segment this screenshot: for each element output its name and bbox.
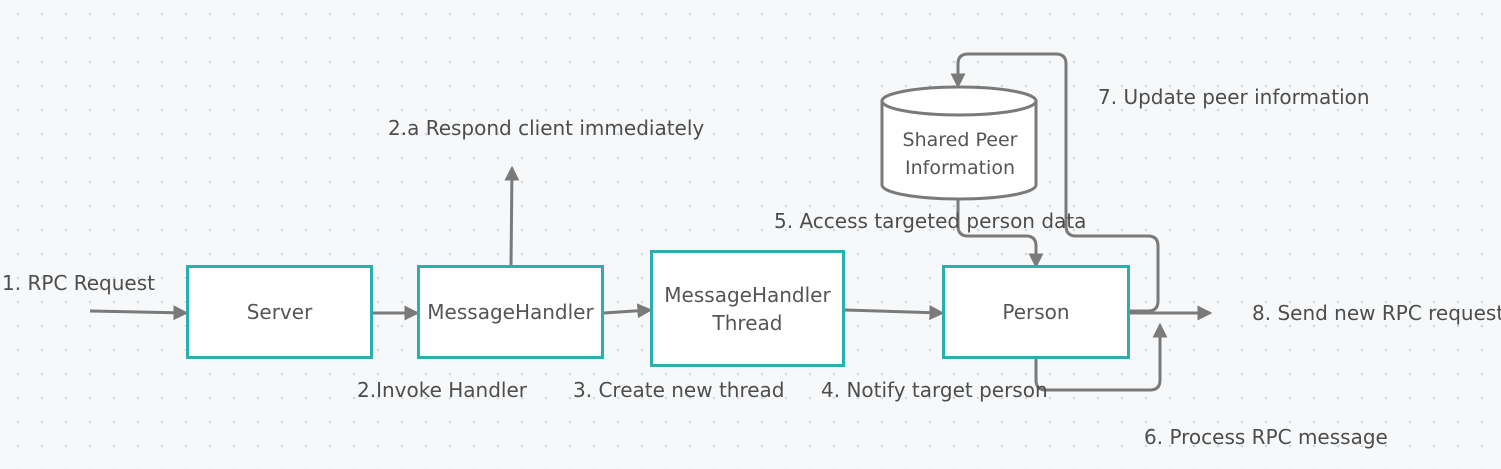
edge-rpc-request [89, 305, 189, 321]
label-create-thread: 3. Create new thread [573, 378, 785, 402]
edge-process-rpc [1034, 322, 1168, 392]
edge-access-data [956, 198, 1044, 269]
shared-peer-info-label: Shared Peer Information [902, 129, 1018, 179]
edge-notify-person [844, 305, 945, 321]
edge-respond-client [504, 165, 520, 267]
person-node[interactable]: Person [942, 265, 1130, 359]
edge-update-peer [950, 52, 1160, 313]
label-access-data: 5. Access targeted person data [774, 209, 1087, 233]
label-send-rpc: 8. Send new RPC request [1252, 301, 1501, 325]
label-process-rpc: 6. Process RPC message [1144, 425, 1388, 449]
label-invoke-handler: 2.Invoke Handler [357, 378, 528, 402]
label-respond-client: 2.a Respond client immediately [388, 116, 705, 140]
message-handler-node[interactable]: MessageHandler [417, 265, 604, 359]
server-node[interactable]: Server [186, 265, 373, 359]
label-notify-person: 4. Notify target person [821, 378, 1048, 402]
shared-peer-info-cylinder [880, 85, 1038, 201]
edge-create-thread [603, 303, 653, 319]
message-handler-thread-node[interactable]: MessageHandler Thread [650, 250, 845, 367]
label-update-peer: 7. Update peer information [1098, 85, 1370, 109]
label-rpc-request: 1. RPC Request [2, 271, 155, 295]
